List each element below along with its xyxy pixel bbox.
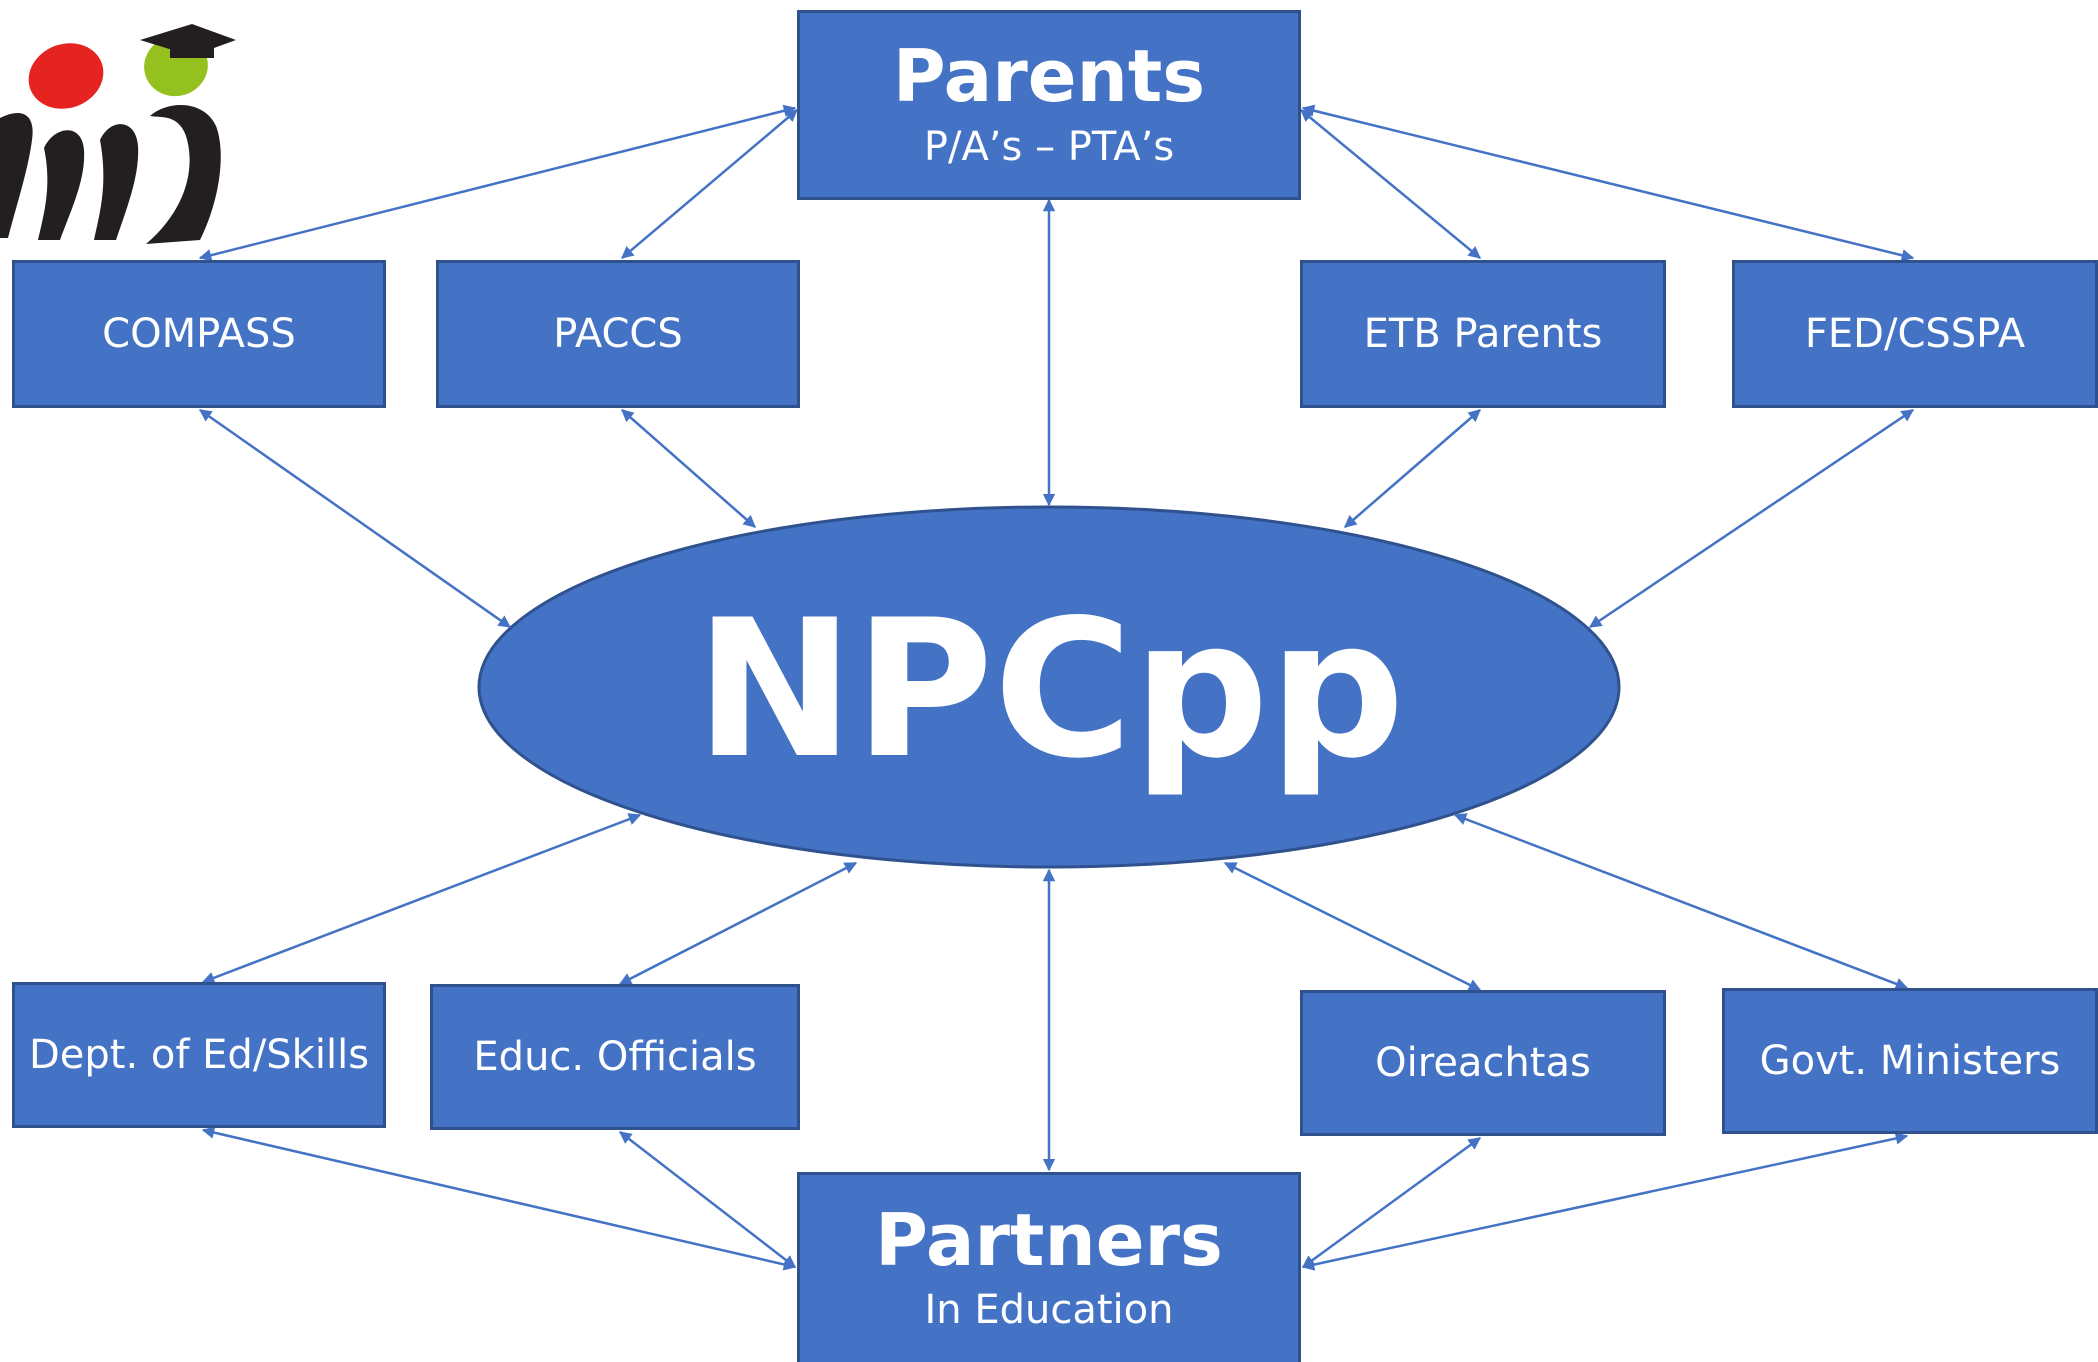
arrow-parents-fed — [1301, 104, 1915, 262]
arrow-parents-etb — [1300, 109, 1481, 259]
node-oireachtas-label: Oireachtas — [1375, 1040, 1591, 1086]
arrow-hub-officials — [618, 861, 858, 986]
node-educ-officials-label: Educ. Officials — [473, 1034, 757, 1080]
connector-arrows — [198, 104, 1915, 1271]
arrow-parents-paccs — [621, 109, 798, 259]
node-oireachtas: Oireachtas — [1300, 990, 1666, 1136]
hub-ellipse — [477, 505, 1621, 869]
node-dept-ed-skills-label: Dept. of Ed/Skills — [28, 1032, 370, 1078]
node-paccs: PACCS — [436, 260, 800, 408]
organisation-logo-icon — [0, 24, 236, 244]
arrow-paccs-hub — [621, 409, 756, 528]
arrow-hub-dept — [201, 813, 642, 984]
node-educ-officials: Educ. Officials — [430, 984, 800, 1130]
arrow-fed-hub — [1588, 408, 1915, 629]
node-govt-ministers: Govt. Ministers — [1722, 988, 2098, 1134]
node-fed-csspa: FED/CSSPA — [1732, 260, 2098, 408]
partners-title: Partners — [875, 1197, 1223, 1282]
node-dept-ed-skills: Dept. of Ed/Skills — [12, 982, 386, 1128]
arrow-compass-hub — [198, 408, 512, 629]
arrow-ministers-partners — [1301, 1132, 1909, 1271]
node-etb-parents-label: ETB Parents — [1363, 311, 1603, 357]
partners-node: Partners In Education — [797, 1172, 1301, 1362]
arrow-parents-compass — [198, 104, 797, 262]
partners-subtitle: In Education — [924, 1287, 1174, 1334]
node-paccs-label: PACCS — [553, 311, 683, 357]
parents-title: Parents — [892, 34, 1206, 119]
node-govt-ministers-label: Govt. Ministers — [1759, 1038, 2061, 1084]
parents-node: Parents P/A’s – PTA’s — [797, 10, 1301, 200]
node-compass-label: COMPASS — [102, 311, 296, 357]
arrow-hub-oireachtas — [1223, 861, 1482, 992]
arrow-officials-partners — [619, 1131, 796, 1268]
node-compass: COMPASS — [12, 260, 386, 408]
node-fed-csspa-label: FED/CSSPA — [1804, 311, 2026, 357]
node-etb-parents: ETB Parents — [1300, 260, 1666, 408]
arrow-hub-ministers — [1453, 813, 1909, 990]
parents-subtitle: P/A’s – PTA’s — [923, 123, 1175, 170]
arrow-etb-hub — [1344, 409, 1481, 528]
